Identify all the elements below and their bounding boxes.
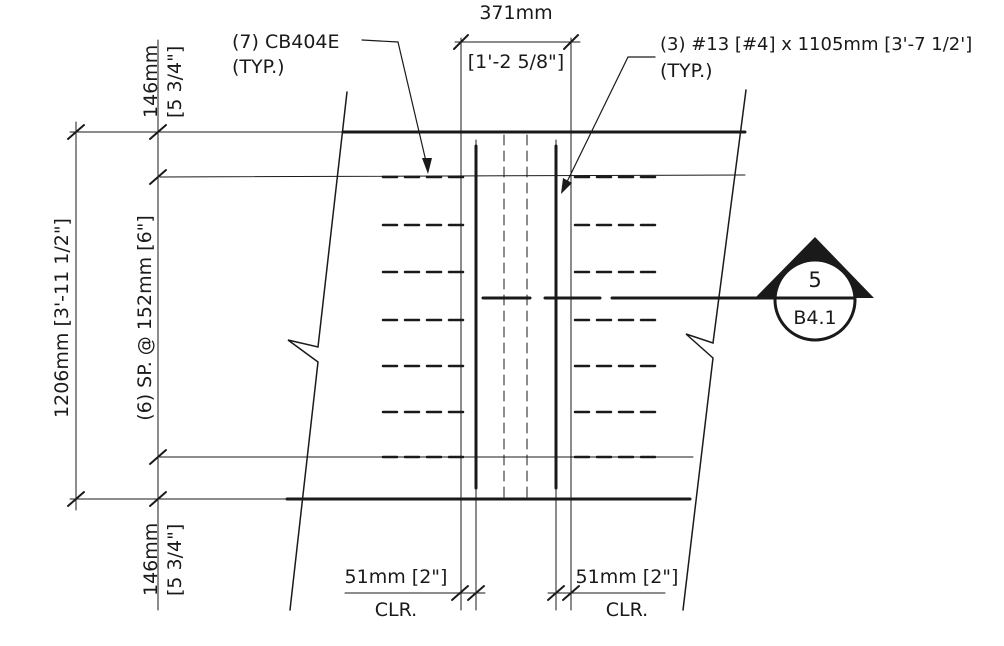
tick	[467, 585, 485, 601]
clr-right-label: 51mm [2"]	[576, 566, 679, 588]
tick	[67, 491, 85, 507]
tie-label: (7) CB404E	[232, 31, 340, 53]
left-break-line	[287, 91, 348, 611]
tick	[562, 585, 580, 601]
tick	[149, 169, 167, 185]
bottom-cover-mm: 146mm	[140, 523, 162, 596]
marker-circle	[773, 258, 857, 342]
clr-left-label: 51mm [2"]	[345, 566, 448, 588]
tie-leader	[361, 39, 429, 171]
top-cover-imp: [5 3/4"]	[164, 46, 186, 118]
tick	[149, 124, 167, 140]
tick	[149, 449, 167, 465]
tick	[451, 585, 469, 601]
tie-leader-arrow	[422, 158, 432, 174]
marker-number: 5	[808, 268, 821, 292]
bar-leader	[562, 56, 656, 191]
overall-dimension-label: 1206mm [3'-11 1/2"]	[51, 218, 73, 418]
bar-leader-arrow	[561, 178, 572, 194]
tie-dashes	[381, 175, 657, 459]
tie-typ-label: (TYP.)	[232, 56, 285, 78]
gap-imp-label: [1'-2 5/8"]	[468, 51, 564, 73]
spacing-dimension-label: (6) SP. @ 152mm [6"]	[134, 215, 156, 421]
bottom-cover-imp: [5 3/4"]	[164, 524, 186, 596]
top-cover-mm: 146mm	[140, 45, 162, 118]
bars-label: (3) #13 [#4] x 1105mm [3'-7 1/2']	[660, 34, 972, 55]
marker-sheet: B4.1	[793, 307, 836, 329]
tick	[547, 585, 565, 601]
bars-typ-label: (TYP.)	[660, 60, 713, 82]
tick	[67, 124, 85, 140]
gap-mm-label: 371mm	[479, 2, 552, 24]
tick	[149, 491, 167, 507]
clr-right-sub: CLR.	[606, 599, 648, 621]
tick	[563, 34, 579, 50]
tick	[453, 34, 469, 50]
clr-left-sub: CLR.	[375, 599, 417, 621]
right-break-line	[682, 89, 747, 611]
detail-marker	[755, 237, 874, 342]
